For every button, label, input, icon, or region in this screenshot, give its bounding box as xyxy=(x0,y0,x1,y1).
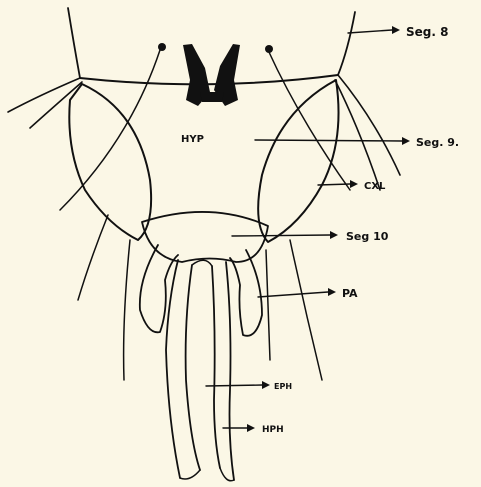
left-coxite xyxy=(69,84,151,240)
leader-arrows xyxy=(206,26,410,432)
arrowhead-eph xyxy=(262,381,270,389)
sclerite-dot-right xyxy=(265,45,273,53)
seta-right-top xyxy=(338,12,355,75)
label-seg9: Seg. 9. xyxy=(416,136,459,149)
arrowhead-pa xyxy=(328,288,336,296)
arrow-seg8 xyxy=(348,30,392,33)
arrow-pa xyxy=(258,292,328,297)
arrowhead-seg10 xyxy=(330,231,338,239)
label-pa: PA xyxy=(342,287,358,300)
label-hph: HPH xyxy=(262,425,284,435)
setae xyxy=(8,8,400,380)
phallus-base xyxy=(192,260,212,266)
seta-right-long xyxy=(290,240,322,380)
seta-left-cross xyxy=(60,50,160,210)
arrowhead-cxl xyxy=(350,180,358,188)
paramere-right xyxy=(230,250,262,336)
label-cxl: CXL xyxy=(364,181,386,192)
eph-tip xyxy=(180,470,200,479)
seta-left-top xyxy=(68,8,80,78)
arrow-cxl xyxy=(318,184,350,185)
arrowhead-seg8 xyxy=(392,26,400,34)
hph-outer-right xyxy=(226,262,234,480)
arrowhead-hph xyxy=(247,424,255,432)
arrowhead-seg9 xyxy=(402,137,410,145)
label-eph: EPH xyxy=(274,382,292,391)
eph-inner-left xyxy=(186,265,200,470)
seta-right-mid xyxy=(266,250,270,360)
sclerite-centre xyxy=(200,92,224,102)
segment-boundary-line xyxy=(80,75,338,84)
label-seg8: Seg. 8 xyxy=(406,25,448,39)
hph-inner-right xyxy=(212,266,220,468)
arrow-eph xyxy=(206,385,262,386)
phallic-complex xyxy=(166,260,234,481)
seta-left-long xyxy=(124,240,130,380)
right-coxite xyxy=(258,80,338,242)
seta-left-low xyxy=(78,215,108,300)
arrow-seg10 xyxy=(232,235,330,236)
seta-right-outer-2 xyxy=(335,80,380,190)
arrow-seg9 xyxy=(255,140,402,141)
sclerite-dot-left xyxy=(158,43,166,51)
label-hyp: HYP xyxy=(181,134,204,145)
label-seg10: Seg 10 xyxy=(346,230,389,243)
eph-outer-left xyxy=(166,260,180,478)
dorsal-sclerites xyxy=(158,43,273,106)
